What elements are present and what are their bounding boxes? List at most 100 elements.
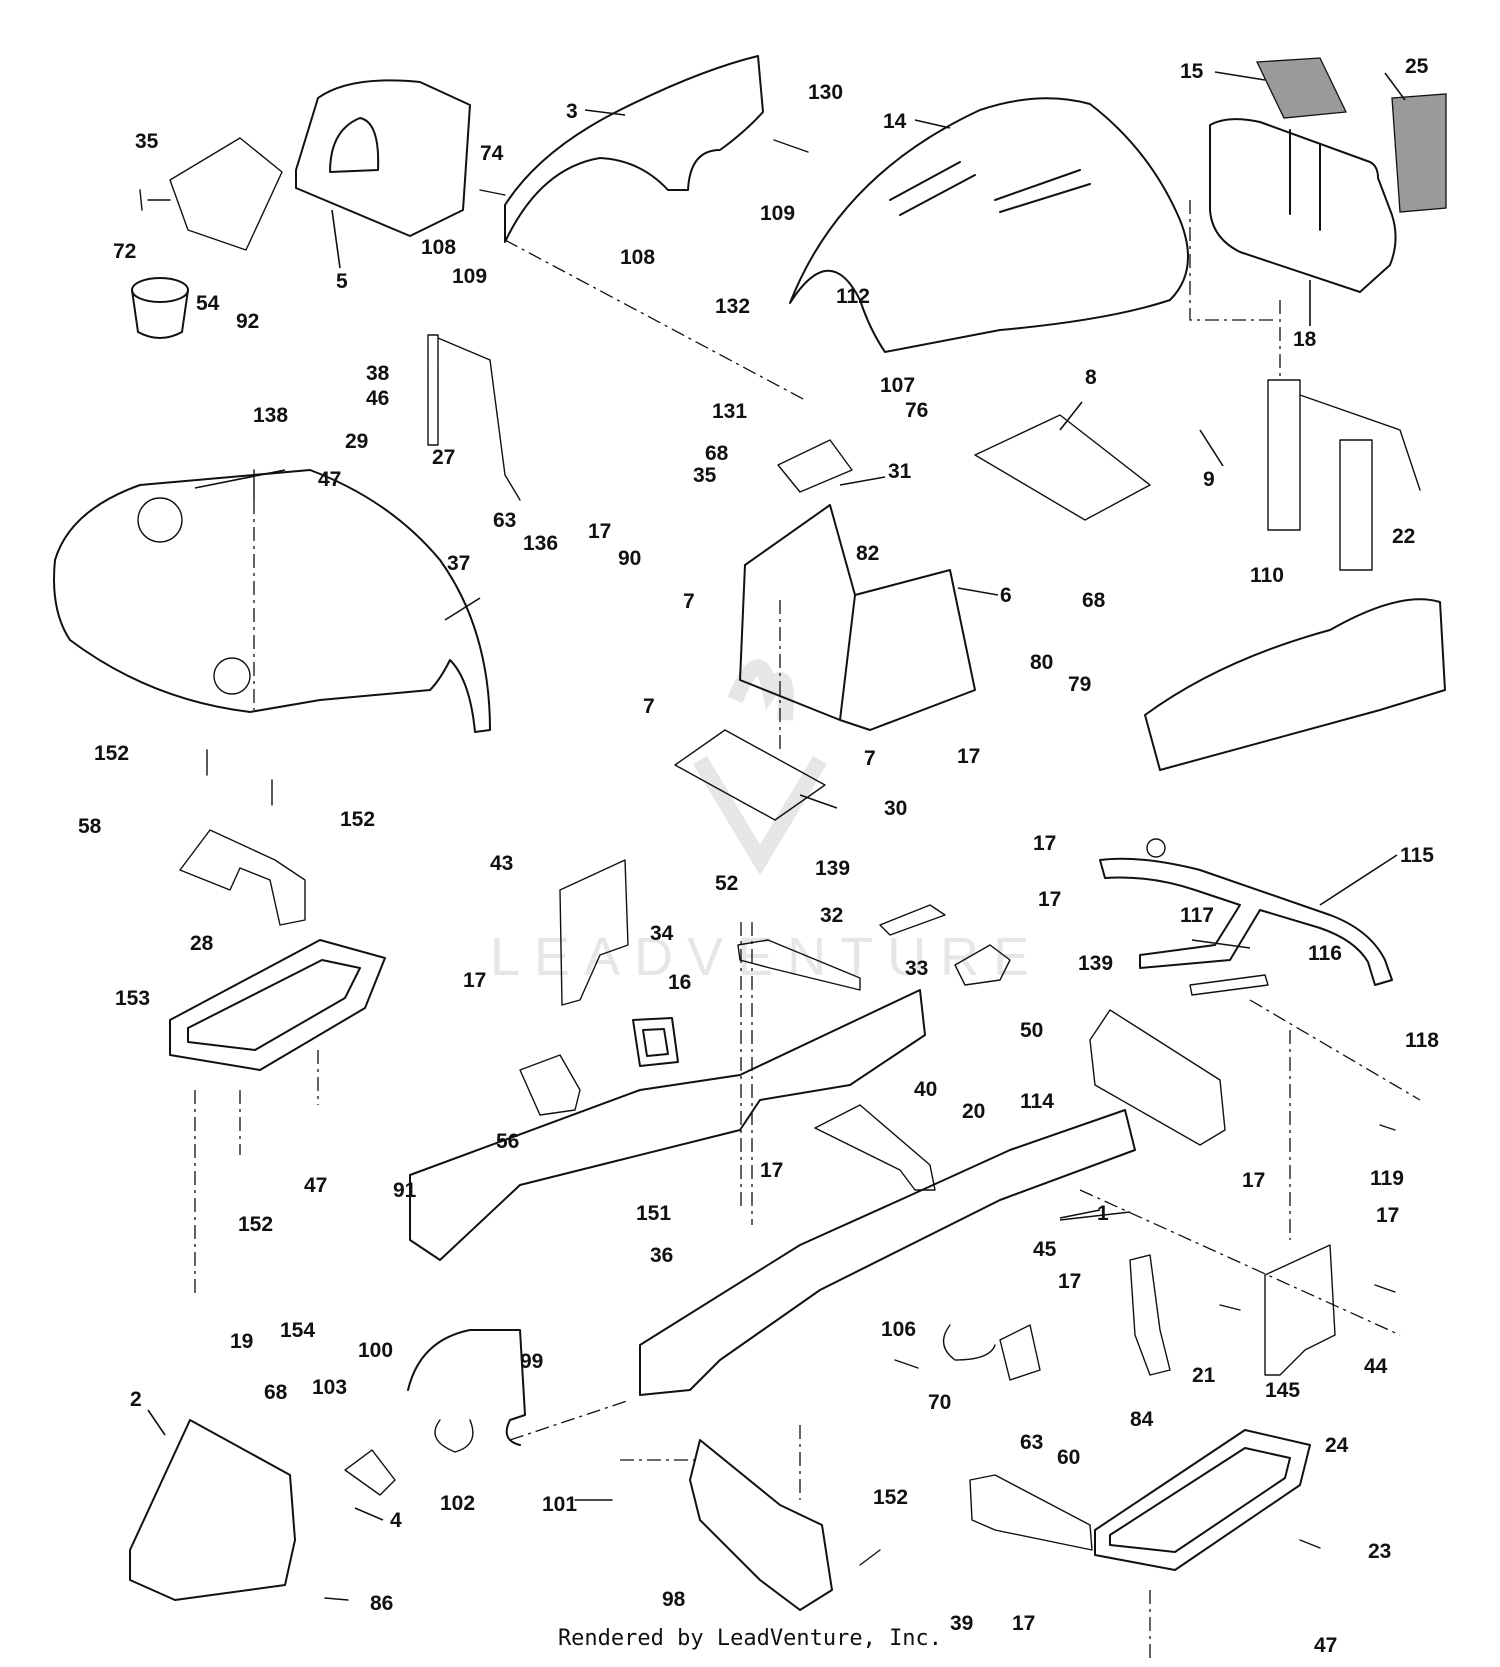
callout-138: 138 xyxy=(253,404,288,427)
callout-152a: 152 xyxy=(94,742,129,765)
part-92-cover-plate xyxy=(169,137,283,251)
callout-17c: 17 xyxy=(1033,832,1056,855)
callout-30: 30 xyxy=(884,797,907,820)
part-28-footrest xyxy=(169,939,386,1071)
callout-38: 38 xyxy=(366,362,390,385)
part-5-console xyxy=(295,79,471,237)
callout-118: 118 xyxy=(1405,1029,1439,1052)
callout-79: 79 xyxy=(1068,673,1091,696)
callout-leaders xyxy=(147,71,1406,1521)
callout-107: 107 xyxy=(880,374,915,397)
callout-99: 99 xyxy=(520,1350,543,1373)
callout-20: 20 xyxy=(962,1100,985,1123)
callout-1: 1 xyxy=(1097,1202,1109,1225)
callout-22: 22 xyxy=(1392,525,1415,548)
callout-3: 3 xyxy=(566,100,578,123)
part-37-knob-hole xyxy=(213,657,251,695)
callout-9: 9 xyxy=(1203,468,1215,491)
part-56-bracket xyxy=(519,1054,581,1116)
part-44-bracket xyxy=(1264,1244,1336,1376)
callout-40: 40 xyxy=(914,1078,937,1101)
part-58-bracket xyxy=(179,829,306,926)
callout-14: 14 xyxy=(883,110,907,133)
callout-91: 91 xyxy=(393,1179,417,1202)
callout-114: 114 xyxy=(1020,1090,1054,1113)
callout-5: 5 xyxy=(336,270,348,293)
callout-37: 37 xyxy=(447,552,470,575)
callout-39: 39 xyxy=(950,1612,973,1635)
callout-86: 86 xyxy=(370,1592,393,1615)
part-39-bracket xyxy=(969,1474,1093,1551)
callout-82: 82 xyxy=(856,542,879,565)
callout-17j: 17 xyxy=(1012,1612,1035,1635)
callout-92: 92 xyxy=(236,310,259,333)
callout-50: 50 xyxy=(1020,1019,1043,1042)
callout-7a: 7 xyxy=(683,590,695,613)
part-103-clip xyxy=(344,1449,396,1496)
callout-17d: 17 xyxy=(1038,888,1061,911)
callout-17h: 17 xyxy=(1376,1204,1399,1227)
part-24-footrest xyxy=(1094,1429,1311,1571)
callout-54: 54 xyxy=(196,292,220,315)
callout-112: 112 xyxy=(836,285,870,308)
part-31-plate xyxy=(777,439,853,493)
callout-63b: 63 xyxy=(1020,1431,1043,1454)
callout-110: 110 xyxy=(1250,564,1284,587)
callout-63a: 63 xyxy=(493,509,516,532)
part-45-bracket xyxy=(999,1324,1041,1381)
part-117-cap xyxy=(1146,838,1166,858)
callout-102: 102 xyxy=(440,1492,475,1515)
callout-2: 2 xyxy=(130,1388,142,1411)
part-32-bracket xyxy=(879,904,946,936)
part-14-hood xyxy=(789,97,1189,353)
callout-76: 76 xyxy=(905,399,928,422)
part-37-cup-hole xyxy=(137,497,183,543)
part-116-bar-link xyxy=(1189,974,1269,996)
callout-131: 131 xyxy=(712,400,747,423)
callout-45: 45 xyxy=(1033,1238,1057,1261)
callout-23: 23 xyxy=(1368,1540,1391,1563)
callout-136: 136 xyxy=(523,532,558,555)
callout-70: 70 xyxy=(928,1391,951,1414)
callout-152c: 152 xyxy=(238,1213,273,1236)
callout-17a: 17 xyxy=(588,520,611,543)
callout-109a: 109 xyxy=(452,265,487,288)
part-110-bracket-left xyxy=(1267,379,1301,531)
part-6-steering-support xyxy=(739,504,976,731)
part-25-grille xyxy=(1391,93,1447,213)
part-84-bracket xyxy=(1129,1254,1171,1376)
callout-154: 154 xyxy=(280,1319,315,1342)
callout-68b: 68 xyxy=(1082,589,1106,612)
callout-152d: 152 xyxy=(873,1486,908,1509)
callout-116: 116 xyxy=(1308,942,1342,965)
callout-17g: 17 xyxy=(1242,1169,1265,1192)
callout-52: 52 xyxy=(715,872,738,895)
callout-151: 151 xyxy=(636,1202,671,1225)
callout-68c: 68 xyxy=(264,1381,288,1404)
callout-17b: 17 xyxy=(957,745,980,768)
part-16-grommet xyxy=(632,1017,679,1067)
part-30-shield xyxy=(674,729,826,821)
part-15-grille xyxy=(1255,57,1347,119)
callout-139b: 139 xyxy=(1078,952,1113,975)
callout-27: 27 xyxy=(432,446,455,469)
callout-24: 24 xyxy=(1325,1434,1349,1457)
callout-101: 101 xyxy=(542,1493,577,1516)
callout-7b: 7 xyxy=(643,695,655,718)
part-115-tow-bar xyxy=(1099,857,1393,986)
callout-90: 90 xyxy=(618,547,641,570)
part-99-rod xyxy=(407,1329,526,1446)
callout-labels: 1 2 3 4 5 6 7 7 7 7 8 9 14 15 16 17 17 1… xyxy=(78,55,1439,1657)
part-22-bumper xyxy=(1144,598,1446,771)
part-50-front-bracket xyxy=(1089,1009,1226,1146)
part-98-shield xyxy=(689,1439,833,1611)
callout-117: 117 xyxy=(1180,904,1214,927)
callout-153: 153 xyxy=(115,987,150,1010)
callout-119: 119 xyxy=(1370,1167,1404,1190)
callout-7c: 7 xyxy=(864,747,876,770)
callout-32: 32 xyxy=(820,904,843,927)
hardware-bolts xyxy=(139,139,1396,1601)
part-18-grille-housing xyxy=(1209,118,1397,293)
callout-28: 28 xyxy=(190,932,214,955)
